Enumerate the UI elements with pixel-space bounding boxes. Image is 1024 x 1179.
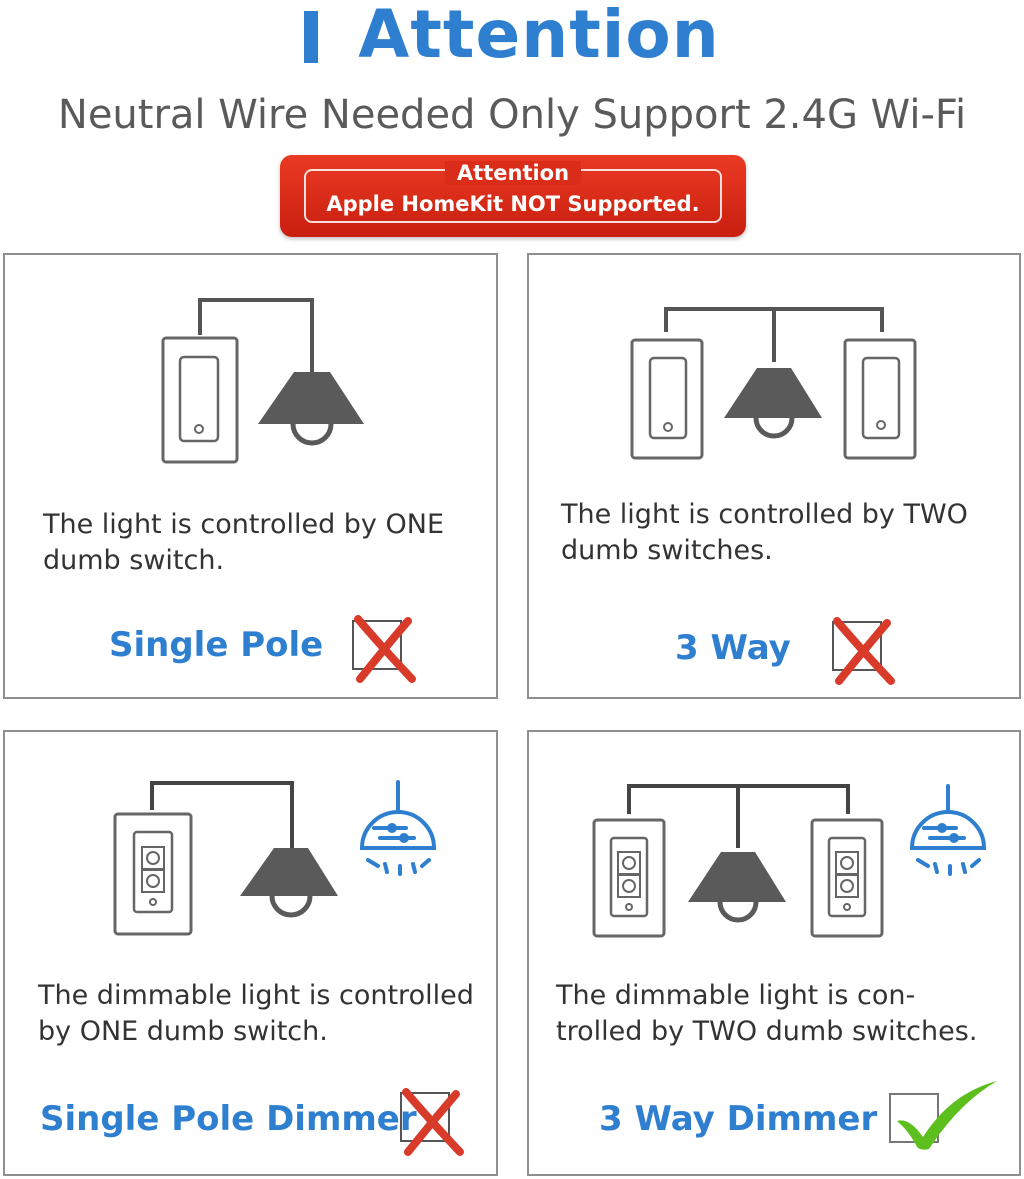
status-checkbox bbox=[400, 1092, 450, 1142]
description-line: by ONE dumb switch. bbox=[38, 1016, 328, 1047]
red-cross-icon bbox=[833, 617, 895, 685]
right-switch-icon bbox=[843, 338, 917, 460]
3-way-dimmer-diagram bbox=[592, 784, 987, 938]
panel-single-pole: The light is controlled by ONE dumb swit… bbox=[3, 253, 498, 699]
panel-description: The dimmable light is con- trolled by TW… bbox=[556, 978, 977, 1050]
single-pole-diagram bbox=[161, 298, 364, 464]
panel-single-pole-dimmer: The dimmable light is controlled by ONE … bbox=[3, 730, 498, 1176]
wire bbox=[664, 307, 884, 362]
header-title: Attention bbox=[0, 0, 1024, 70]
single-pole-dimmer-diagram bbox=[113, 780, 437, 936]
wire bbox=[198, 298, 314, 370]
description-line: dumb switches. bbox=[561, 535, 773, 566]
wiring-type-label: 3 Way Dimmer bbox=[599, 1099, 878, 1139]
description-line: The light is controlled by TWO bbox=[561, 499, 968, 530]
switch-icon bbox=[161, 336, 239, 464]
badge-message: Apple HomeKit NOT Supported. bbox=[326, 192, 700, 216]
green-check-icon bbox=[897, 1081, 997, 1150]
status-checkbox bbox=[832, 621, 882, 671]
status-checkbox bbox=[352, 620, 402, 670]
wire bbox=[150, 781, 294, 848]
wiring-type-label: Single Pole bbox=[109, 625, 324, 665]
badge-heading: Attention bbox=[280, 159, 746, 187]
description-line: trolled by TWO dumb switches. bbox=[556, 1016, 978, 1047]
panel-3-way-dimmer: The dimmable light is con- trolled by TW… bbox=[527, 730, 1021, 1176]
left-switch-icon bbox=[630, 338, 704, 460]
3-way-diagram bbox=[630, 307, 917, 460]
title-accent-bar bbox=[304, 11, 319, 63]
description-line: The dimmable light is con- bbox=[556, 980, 916, 1011]
red-cross-icon bbox=[402, 1088, 464, 1156]
description-line: The dimmable light is controlled bbox=[38, 980, 474, 1011]
panel-description: The light is controlled by TWO dumb swit… bbox=[561, 497, 968, 569]
wire bbox=[627, 784, 850, 848]
pendant-lamp-icon bbox=[724, 368, 822, 439]
dimmable-bulb-icon bbox=[909, 784, 987, 876]
page-title: Attention bbox=[358, 0, 720, 73]
pendant-lamp-icon bbox=[258, 368, 364, 446]
red-cross-icon bbox=[354, 615, 416, 683]
panel-3-way: The light is controlled by TWO dumb swit… bbox=[527, 253, 1021, 699]
dimmable-bulb-icon bbox=[359, 780, 437, 876]
pendant-lamp-icon bbox=[688, 852, 786, 923]
badge-heading-text: Attention bbox=[444, 161, 582, 185]
pendant-lamp-icon bbox=[240, 848, 338, 918]
dimmer-switch-icon bbox=[113, 812, 193, 936]
right-dimmer-switch-icon bbox=[810, 818, 884, 938]
page-subtitle: Neutral Wire Needed Only Support 2.4G Wi… bbox=[57, 92, 967, 138]
wiring-type-label: 3 Way bbox=[675, 628, 791, 668]
description-line: The light is controlled by ONE bbox=[43, 509, 445, 540]
left-dimmer-switch-icon bbox=[592, 818, 666, 938]
description-line: dumb switch. bbox=[43, 545, 225, 576]
panel-description: The light is controlled by ONE dumb swit… bbox=[43, 507, 444, 579]
wiring-type-label: Single Pole Dimmer bbox=[40, 1099, 417, 1139]
panel-description: The dimmable light is controlled by ONE … bbox=[38, 978, 474, 1050]
homekit-warning-badge: Attention Apple HomeKit NOT Supported. bbox=[280, 155, 746, 237]
